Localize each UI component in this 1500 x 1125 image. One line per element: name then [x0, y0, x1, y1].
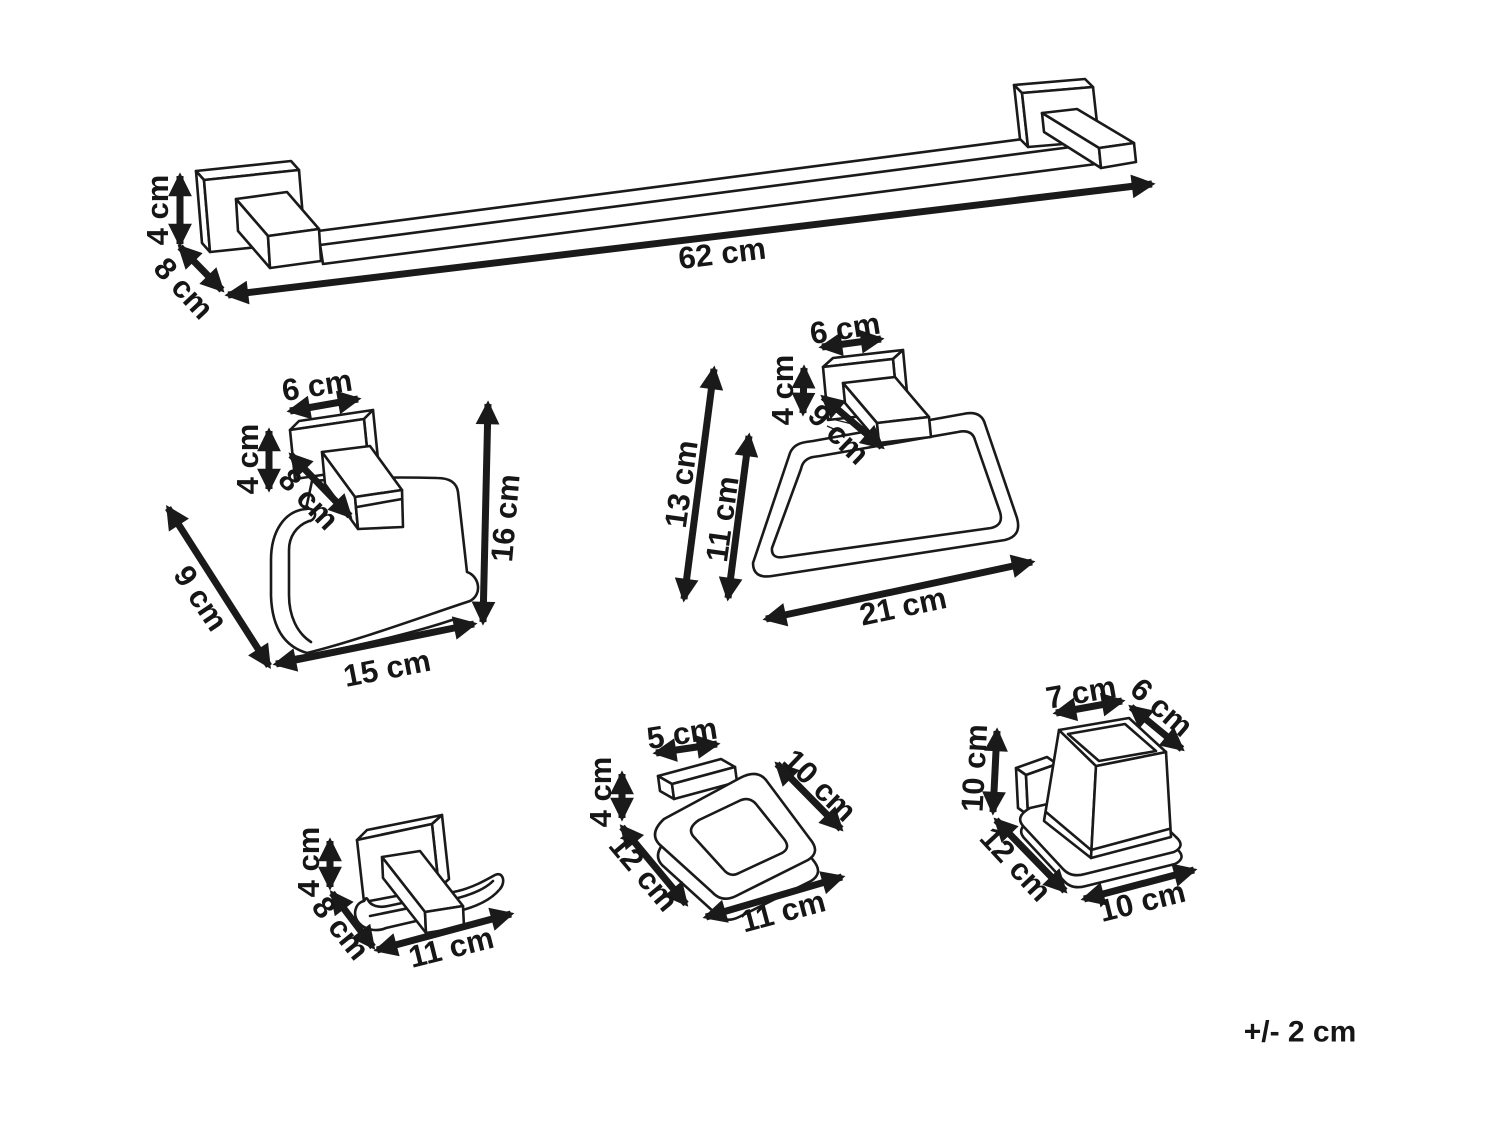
roll-holder-arm-depth-arrow [288, 452, 353, 519]
roll-holder-arm-end [353, 488, 405, 531]
towel-ring-plate-height-label: 4 cm [765, 355, 800, 426]
tumbler-cup-width-label: 7 cm [1043, 669, 1119, 716]
towel-ring-inner [770, 430, 1003, 559]
towel-bar-depth-label: 8 cm [147, 250, 221, 326]
towel-bar-left-arm-end [266, 227, 323, 270]
tumbler-holder-drawing: 7 cm 6 cm 10 cm 12 cm 10 cm [955, 669, 1200, 929]
tumbler-cup-depth-arrow [1128, 704, 1185, 752]
roll-holder-height-label: 16 cm [484, 473, 527, 564]
tumbler-cup-width-arrow [1052, 692, 1126, 722]
towel-ring-drawing: 6 cm 4 cm 9 cm 13 cm 11 cm 21 cm [658, 306, 1036, 633]
soap-dish-height-label: 4 cm [583, 757, 618, 828]
robe-hook-width-arrow [373, 907, 515, 957]
towel-ring-plate-width-label: 6 cm [807, 306, 882, 352]
soap-dish-base-depth-arrow [619, 824, 689, 907]
roll-holder-plate-height-label: 4 cm [230, 424, 265, 495]
tolerance-note: +/- 2 cm [1244, 1016, 1357, 1049]
tumbler-height-arrow [982, 727, 1008, 816]
roll-holder-cover [269, 476, 480, 655]
towel-ring-plate-height-arrow [791, 364, 816, 417]
soap-dish-bracket-width-label: 5 cm [644, 711, 719, 757]
towel-bar-height-label: 4 cm [140, 175, 175, 246]
robe-hook-drawing: 4 cm 8 cm 11 cm [291, 813, 515, 975]
soap-dish-depth-arrow [774, 761, 844, 832]
towel-bar-rail-edge [318, 141, 1104, 247]
roll-holder-depth-arrow [165, 504, 272, 670]
soap-dish-recess [689, 797, 789, 877]
tumbler-base-depth-arrow [993, 817, 1068, 894]
roll-holder-height-arrow [471, 400, 500, 626]
tumbler-base-width-arrow [1080, 863, 1198, 906]
roll-holder-arm-end-edge [355, 497, 404, 509]
towel-ring-plate-width-arrow [818, 329, 885, 357]
towel-ring-ring-height-label: 11 cm [699, 474, 746, 564]
roll-holder-plate-width-arrow [286, 390, 362, 420]
towel-ring-height-arrow [674, 365, 724, 603]
tumbler-height-label: 10 cm [955, 723, 995, 813]
towel-bar-right-arm-end [1097, 141, 1138, 170]
robe-hook-depth-arrow [329, 890, 376, 950]
soap-dish-bracket-width-arrow [652, 735, 721, 762]
towel-ring-arm-depth-arrow [820, 394, 885, 450]
towel-bar-depth-arrow [177, 244, 225, 293]
towel-ring-width-arrow [762, 554, 1036, 627]
towel-ring-arm-front [875, 415, 933, 445]
soap-dish-width-arrow [702, 871, 846, 923]
roll-holder-width-arrow [272, 616, 478, 672]
soap-dish-drawing: 5 cm 4 cm 10 cm 12 cm 11 cm [583, 711, 864, 940]
toilet-roll-holder-drawing: 6 cm 4 cm 8 cm 16 cm 9 cm 15 cm [165, 363, 527, 694]
towel-ring-width-label: 21 cm [856, 580, 949, 633]
towel-bar-width-arrow [224, 174, 1156, 305]
robe-hook-plate-height-label: 4 cm [291, 827, 326, 898]
towel-bar-drawing: 4 cm 8 cm 62 cm [140, 77, 1156, 326]
towel-ring-ring-height-arrow [718, 432, 759, 602]
